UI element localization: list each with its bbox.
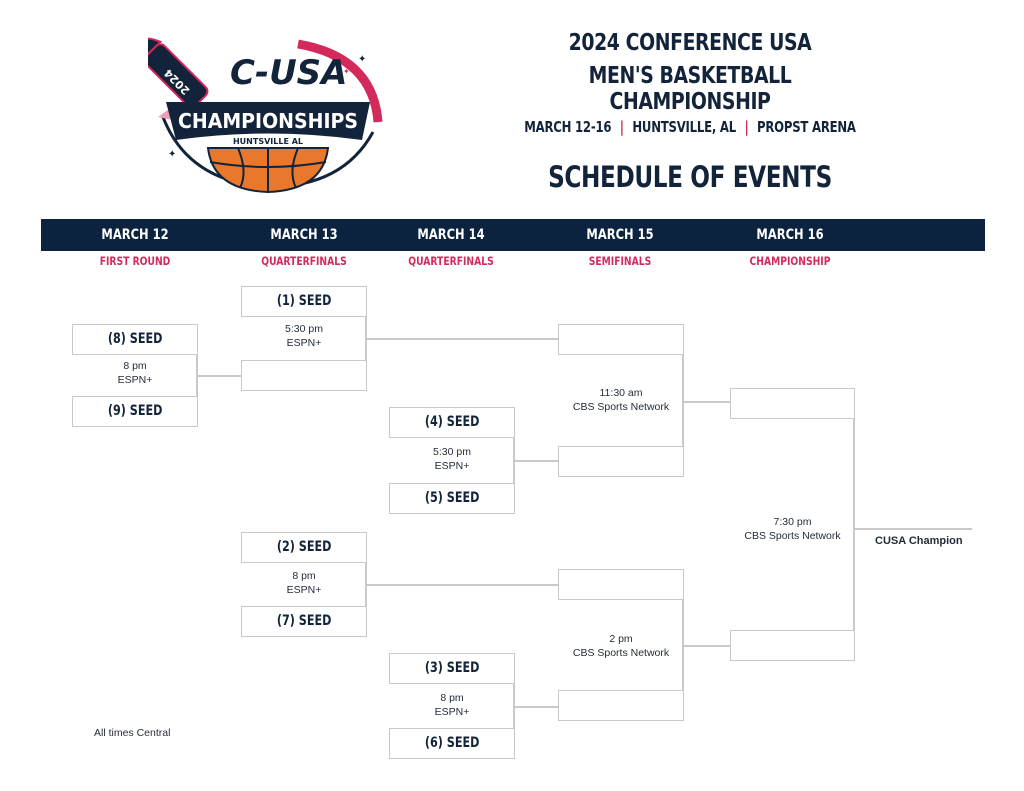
bracket-connector [684, 645, 730, 647]
team-slot-seed-9: (9) SEED [72, 396, 198, 427]
team-slot-seed-3: (3) SEED [389, 653, 515, 684]
team-slot-seed-6: (6) SEED [389, 728, 515, 759]
team-slot-seed-1: (1) SEED [241, 286, 367, 317]
page-title-line1: 2024 CONFERENCE USA [568, 30, 812, 56]
game-time: 8 pm [440, 692, 464, 704]
game-info: 7:30 pm CBS Sports Network [730, 515, 855, 543]
date-header-bar: MARCH 12 MARCH 13 MARCH 14 MARCH 15 MARC… [41, 219, 985, 251]
game-info: 8 pm ESPN+ [72, 359, 198, 387]
bracket-connector [684, 401, 730, 403]
game-info: 5:30 pm ESPN+ [389, 445, 515, 473]
team-slot-empty [241, 360, 367, 391]
bracket-connector [198, 375, 241, 377]
separator: | [619, 118, 624, 136]
svg-text:✦: ✦ [343, 67, 350, 76]
cusa-championships-logo: 2024 C-USA CHAMPIONSHIPS HUNTSVILLE AL ✦… [137, 22, 388, 197]
team-slot-empty [730, 388, 855, 419]
team-slot-empty [558, 324, 684, 355]
event-details: MARCH 12-16 | HUNTSVILLE, AL | PROPST AR… [518, 118, 861, 136]
game-network: ESPN+ [117, 374, 153, 386]
game-network: ESPN+ [434, 706, 470, 718]
svg-text:HUNTSVILLE AL: HUNTSVILLE AL [233, 137, 303, 146]
round-label: SEMIFINALS [588, 254, 652, 268]
day-label: MARCH 14 [417, 227, 485, 243]
bracket-connector [682, 599, 684, 690]
game-network: CBS Sports Network [572, 647, 670, 659]
game-info: 5:30 pm ESPN+ [241, 322, 367, 350]
team-slot-seed-4: (4) SEED [389, 407, 515, 438]
day-label: MARCH 13 [270, 227, 338, 243]
game-info: 8 pm ESPN+ [389, 691, 515, 719]
bracket-connector [853, 418, 855, 630]
game-time: 11:30 am [599, 387, 643, 399]
day-label: MARCH 16 [756, 227, 824, 243]
svg-text:✦: ✦ [358, 54, 366, 65]
round-label: FIRST ROUND [99, 254, 171, 268]
game-time: 7:30 pm [773, 516, 812, 528]
game-time: 8 pm [123, 360, 147, 372]
game-network: ESPN+ [286, 584, 322, 596]
schedule-title: SCHEDULE OF EVENTS [548, 160, 832, 194]
separator: | [744, 118, 749, 136]
event-dates: MARCH 12-16 [524, 118, 612, 136]
team-slot-seed-7: (7) SEED [241, 606, 367, 637]
game-network: CBS Sports Network [744, 530, 841, 542]
game-time: 8 pm [292, 570, 316, 582]
day-label: MARCH 15 [586, 227, 654, 243]
game-time: 2 pm [609, 633, 633, 645]
bracket-connector [365, 562, 367, 606]
team-slot-empty [558, 569, 684, 600]
champion-line [855, 528, 972, 530]
event-venue: PROPST ARENA [757, 118, 856, 136]
timezone-note: All times Central [94, 727, 171, 739]
champion-label: CUSA Champion [875, 535, 963, 547]
round-label: QUARTERFINALS [261, 254, 347, 268]
page-title-line2: MEN'S BASKETBALL CHAMPIONSHIP [588, 63, 792, 115]
game-network: ESPN+ [286, 337, 322, 349]
bracket-connector [365, 316, 367, 360]
team-slot-empty [730, 630, 855, 661]
team-slot-seed-2: (2) SEED [241, 532, 367, 563]
round-label: QUARTERFINALS [408, 254, 494, 268]
svg-text:CHAMPIONSHIPS: CHAMPIONSHIPS [178, 109, 358, 133]
game-info: 11:30 am CBS Sports Network [558, 386, 684, 414]
bracket-connector [196, 354, 198, 396]
team-slot-empty [558, 690, 684, 721]
game-info: 8 pm ESPN+ [241, 569, 367, 597]
day-label: MARCH 12 [101, 227, 169, 243]
bracket-connector [513, 683, 515, 728]
game-info: 2 pm CBS Sports Network [558, 632, 684, 660]
svg-text:✦: ✦ [168, 149, 176, 160]
team-slot-empty [558, 446, 684, 477]
game-network: ESPN+ [434, 460, 470, 472]
bracket-connector [515, 706, 558, 708]
game-time: 5:30 pm [433, 446, 471, 458]
team-slot-seed-5: (5) SEED [389, 483, 515, 514]
bracket-connector [515, 460, 558, 462]
svg-text:C-USA: C-USA [230, 53, 347, 93]
event-city: HUNTSVILLE, AL [632, 118, 736, 136]
bracket-connector [367, 338, 558, 340]
game-network: CBS Sports Network [572, 401, 670, 413]
game-time: 5:30 pm [285, 323, 323, 335]
round-label: CHAMPIONSHIP [749, 254, 831, 268]
bracket-connector [682, 354, 684, 446]
bracket-connector [367, 584, 558, 586]
bracket-connector [513, 437, 515, 483]
logo-icon: 2024 C-USA CHAMPIONSHIPS HUNTSVILLE AL ✦… [137, 37, 383, 194]
team-slot-seed-8: (8) SEED [72, 324, 198, 355]
